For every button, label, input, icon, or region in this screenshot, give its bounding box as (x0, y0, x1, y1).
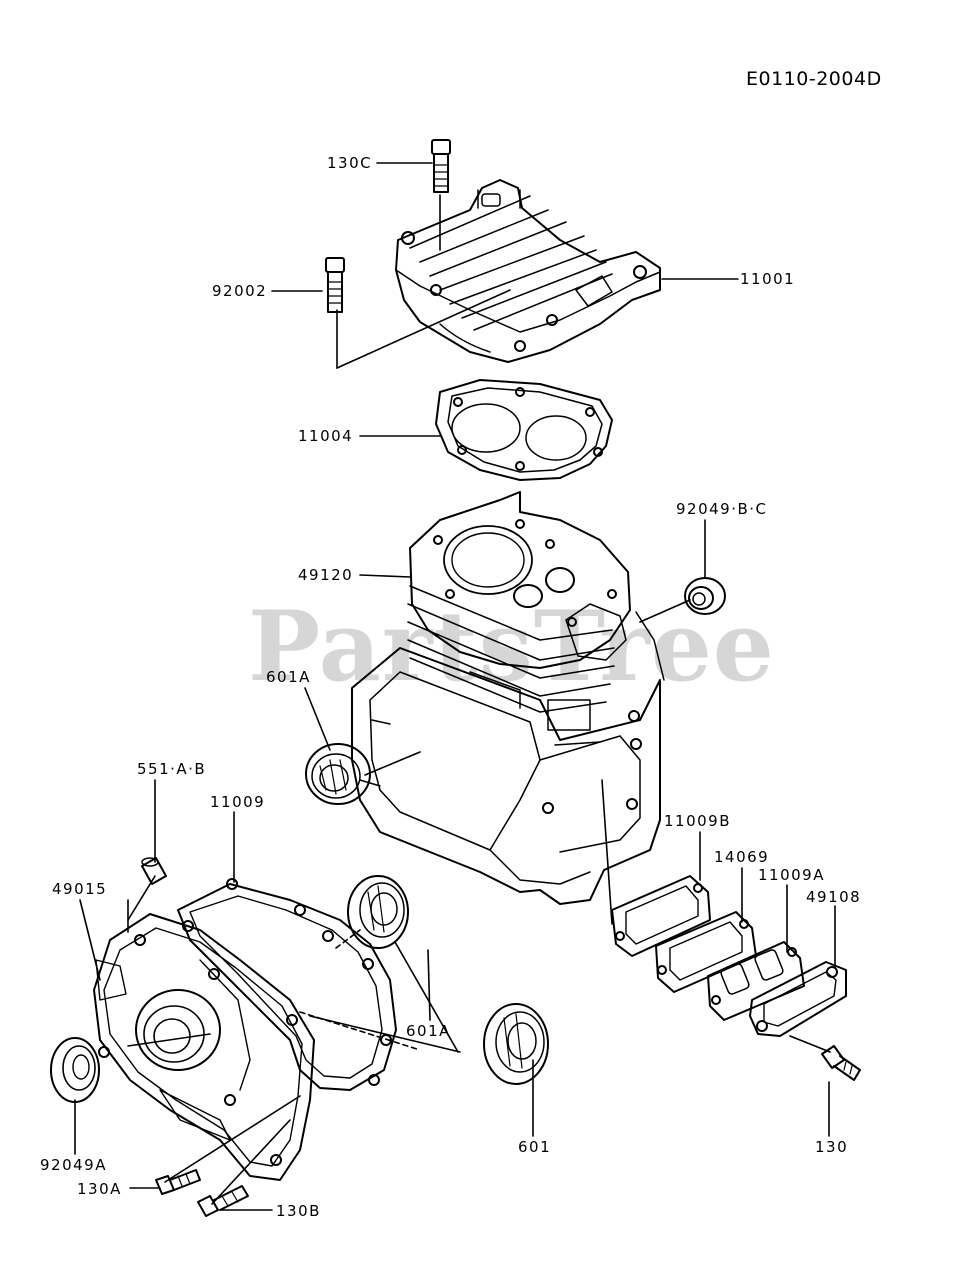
callout-49108: 49108 (806, 888, 862, 906)
bolt-130a (155, 1169, 201, 1195)
leader-lines (74, 162, 836, 1211)
crankcase-cover-49015 (93, 913, 315, 1181)
callout-130c: 130C (327, 154, 373, 172)
callout-92049bc: 92049·B·C (676, 500, 768, 518)
oil-seal-92049a (50, 1037, 100, 1103)
callout-130: 130 (815, 1138, 849, 1156)
callout-92002: 92002 (212, 282, 268, 300)
bolt-130c (431, 139, 451, 193)
callout-11009: 11009 (210, 793, 266, 811)
oil-seal-92049bc (684, 577, 726, 615)
callout-601a-top: 601A (266, 668, 311, 686)
gasket-11009a (707, 941, 805, 1021)
callout-601a-bottom: 601A (406, 1022, 451, 1040)
callout-49015: 49015 (52, 880, 108, 898)
ball-bearing-601a-top (305, 743, 371, 805)
callout-14069: 14069 (714, 848, 770, 866)
cover-49108 (749, 961, 847, 1037)
cylinder-block-49120 (351, 491, 665, 905)
head-gasket-11004 (435, 379, 613, 481)
gasket-11009 (177, 878, 397, 1091)
callout-551ab: 551·A·B (137, 760, 207, 778)
callout-11001: 11001 (740, 270, 796, 288)
bolt-92002 (325, 257, 345, 313)
callout-92049a: 92049A (40, 1156, 107, 1174)
gasket-11009b (611, 875, 711, 957)
callout-130b: 130B (276, 1202, 321, 1220)
plate-14069 (655, 911, 757, 993)
bolt-130b (197, 1185, 249, 1217)
bolt-130 (821, 1045, 861, 1081)
callout-130a: 130A (77, 1180, 122, 1198)
ball-bearing-601a-bottom (347, 875, 409, 949)
callout-601: 601 (518, 1138, 552, 1156)
diagram-code: E0110-2004D (746, 68, 882, 90)
callout-11004: 11004 (298, 427, 354, 445)
callout-11009a: 11009A (758, 866, 825, 884)
ball-bearing-601 (483, 1003, 549, 1085)
dowel-pin-551ab (141, 857, 167, 885)
cylinder-head-11001 (395, 179, 661, 363)
callout-49120: 49120 (298, 566, 354, 584)
callout-11009b: 11009B (664, 812, 732, 830)
